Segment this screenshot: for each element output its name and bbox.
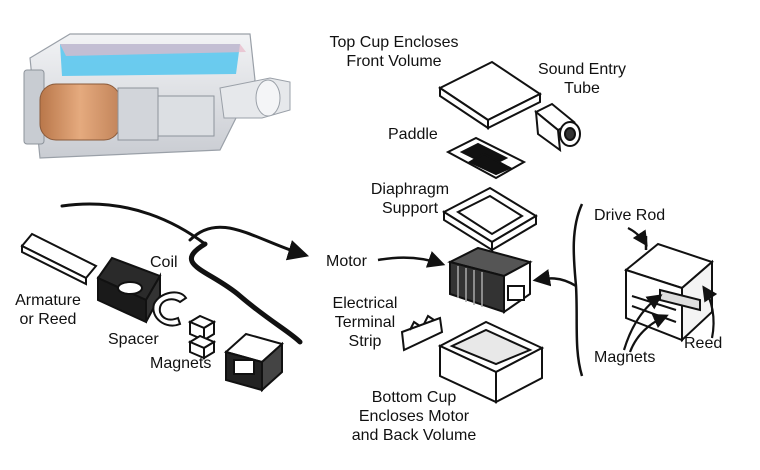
paddle-label: Paddle: [388, 126, 438, 143]
top-cup-label: Top Cup Encloses Front Volume: [318, 33, 470, 71]
armature-label: Armature or Reed: [8, 291, 88, 329]
diaphragm-support-label: Diaphragm Support: [358, 180, 462, 218]
diaphragm-label-line1: Diaphragm: [370, 181, 450, 198]
armature-label-line1: Armature: [15, 292, 81, 309]
armature-label-line2: or Reed: [19, 311, 77, 328]
motor-label: Motor: [326, 253, 367, 270]
electrical-label-line3: Strip: [348, 333, 382, 350]
grouping-curves: [60, 202, 310, 345]
coil-label: Coil: [150, 254, 178, 271]
terminal-strip-part: [400, 314, 444, 352]
motor-part: [447, 246, 533, 314]
paddle-part: [445, 136, 527, 180]
spacer-label: Spacer: [108, 331, 159, 348]
sound-entry-label-line2: Tube: [564, 80, 600, 97]
electrical-terminal-strip-label: Electrical Terminal Strip: [322, 294, 408, 351]
top-cup-label-line1: Top Cup Encloses: [329, 34, 459, 51]
diaphragm-support-part: [441, 186, 538, 252]
top-cup-part: [438, 60, 542, 130]
top-cup-label-line2: Front Volume: [346, 53, 442, 70]
electrical-label-line2: Terminal: [334, 314, 396, 331]
motor-arrows: [377, 251, 577, 288]
drive-rod-label: Drive Rod: [594, 207, 666, 224]
sound-entry-label: Sound Entry Tube: [532, 60, 632, 98]
right-bracket-line: [572, 203, 584, 377]
bottom-cup-label: Bottom Cup Encloses Motor and Back Volum…: [338, 388, 490, 445]
magnets-left-label: Magnets: [150, 355, 212, 372]
reed-label: Reed: [684, 335, 723, 352]
bottom-cup-label-line2: Encloses Motor: [358, 408, 470, 425]
bottom-cup-label-line3: and Back Volume: [351, 427, 477, 444]
electrical-label-line1: Electrical: [332, 295, 398, 312]
bottom-cup-label-line1: Bottom Cup: [371, 389, 457, 406]
sound-entry-label-line1: Sound Entry: [537, 61, 627, 78]
sound-entry-tube-part: [534, 102, 581, 153]
spacer-part: [152, 291, 188, 327]
bottom-cup-part: [437, 320, 545, 404]
motor-detail-part: [623, 236, 714, 343]
yoke-part: [223, 332, 285, 393]
magnets-right-label: Magnets: [594, 349, 656, 366]
magnets-part-left: [187, 314, 217, 360]
diaphragm-label-line2: Support: [381, 200, 439, 217]
armature-part: [20, 232, 98, 286]
detail-arrows: [622, 227, 718, 353]
receiver-housing-render: [23, 33, 291, 159]
